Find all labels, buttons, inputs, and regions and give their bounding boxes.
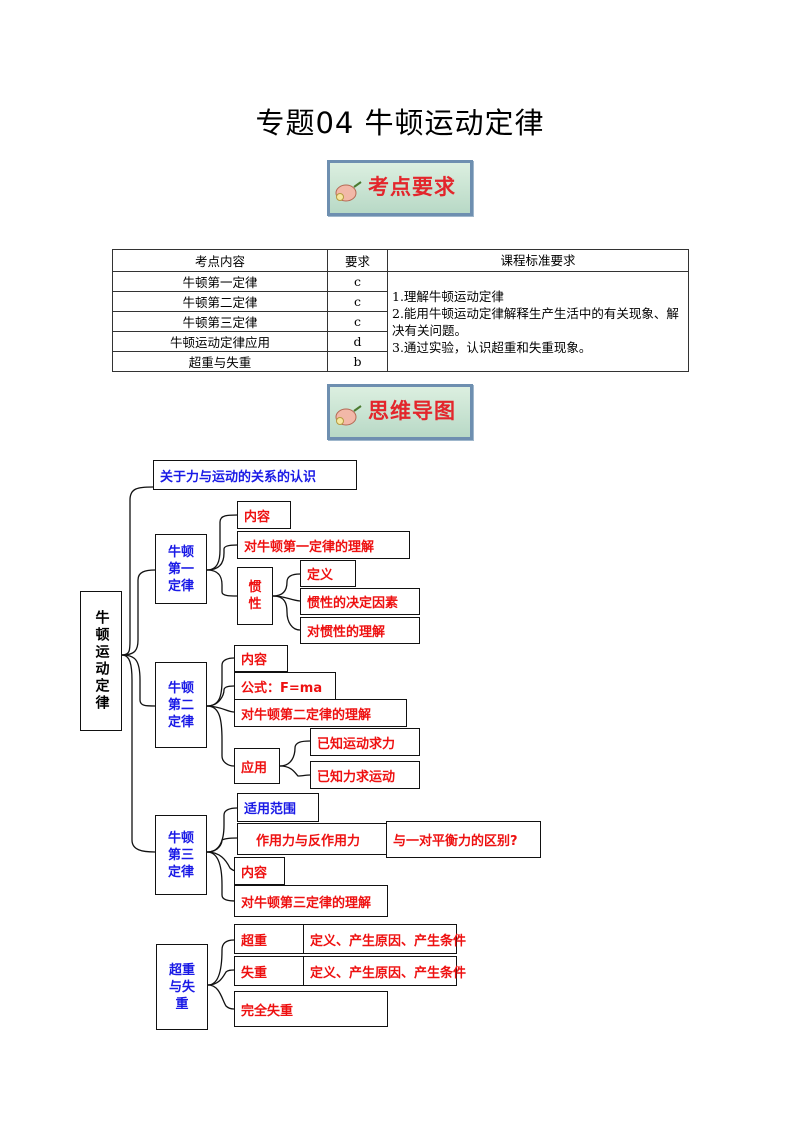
complete-weightless-box: 完全失重 xyxy=(234,991,388,1027)
law1-label: 牛顿第一定律 xyxy=(167,544,194,594)
page-title: 专题04 牛顿运动定律 xyxy=(255,106,545,140)
law2-box: 牛顿第二定律 xyxy=(155,662,207,748)
standard-line: 2.能用牛顿运动定律解释生产生活中的有关现象、解决有关问题。 xyxy=(392,305,679,338)
weight-label: 超重与失重 xyxy=(168,962,195,1012)
balance-difference-box: 与一对平衡力的区别? xyxy=(386,821,541,858)
law2-label: 牛顿第二定律 xyxy=(167,680,194,730)
pig-icon xyxy=(335,181,362,202)
standard-cell: 1.理解牛顿运动定律 2.能用牛顿运动定律解释生产生活中的有关现象、解决有关问题… xyxy=(387,271,689,372)
relation-box: 关于力与运动的关系的认识 xyxy=(153,460,357,490)
root-label: 牛顿运动定律 xyxy=(93,610,110,712)
table-row: 牛顿第二定律 c xyxy=(112,291,689,312)
action-reaction-box: 作用力与反作用力 xyxy=(237,823,387,855)
application-box: 应用 xyxy=(234,748,280,784)
law1-understanding-box: 对牛顿第一定律的理解 xyxy=(237,531,410,559)
law2-formula-box: 公式：F=ma xyxy=(234,672,336,700)
inertia-understanding-box: 对惯性的理解 xyxy=(300,617,420,644)
law2-understanding-box: 对牛顿第二定律的理解 xyxy=(234,699,407,727)
section-banner-mindmap: 思维导图 xyxy=(327,384,473,440)
motion-to-force-box: 已知运动求力 xyxy=(310,728,420,756)
inertia-box: 惯性 xyxy=(237,567,273,625)
section-banner-requirements: 考点要求 xyxy=(327,160,473,216)
banner-label: 思维导图 xyxy=(368,399,456,423)
pig-icon xyxy=(335,405,362,426)
law3-understanding-box: 对牛顿第三定律的理解 xyxy=(234,885,388,917)
mindmap-root: 牛顿运动定律 xyxy=(80,591,122,731)
inertia-factor-box: 惯性的决定因素 xyxy=(300,588,420,615)
force-to-motion-box: 已知力求运动 xyxy=(310,761,420,789)
law1-content-box: 内容 xyxy=(237,501,291,529)
law1-box: 牛顿第一定律 xyxy=(155,534,207,604)
requirements-table: 考点内容 要求 课程标准要求 牛顿第一定律 c 1.理解牛顿运动定律 2.能用牛… xyxy=(112,249,689,372)
topic-cell: 超重与失重 xyxy=(112,351,328,372)
law3-box: 牛顿第三定律 xyxy=(155,815,207,895)
weightless-box: 失重 xyxy=(234,956,304,986)
standard-line: 1.理解牛顿运动定律 xyxy=(392,288,504,304)
weight-box: 超重与失重 xyxy=(156,944,208,1030)
table-row: 牛顿运动定律应用 d xyxy=(112,331,689,352)
level-cell: b xyxy=(327,351,388,372)
topic-cell: 牛顿第二定律 xyxy=(112,291,328,312)
law3-content-box: 内容 xyxy=(234,857,285,885)
topic-cell: 牛顿运动定律应用 xyxy=(112,331,328,352)
overweight-box: 超重 xyxy=(234,924,304,954)
law2-content-box: 内容 xyxy=(234,645,288,672)
overweight-detail-box: 定义、产生原因、产生条件 xyxy=(303,924,466,954)
law3-label: 牛顿第三定律 xyxy=(167,830,194,880)
inertia-label: 惯性 xyxy=(248,580,262,612)
table-row: 超重与失重 b xyxy=(112,351,689,372)
table-row: 牛顿第一定律 c 1.理解牛顿运动定律 2.能用牛顿运动定律解释生产生活中的有关… xyxy=(112,271,689,372)
scope-box: 适用范围 xyxy=(237,793,319,822)
inertia-definition-box: 定义 xyxy=(300,560,356,587)
banner-label: 考点要求 xyxy=(368,175,456,199)
weightless-detail-box: 定义、产生原因、产生条件 xyxy=(303,956,466,986)
standard-line: 3.通过实验，认识超重和失重现象。 xyxy=(392,339,592,355)
